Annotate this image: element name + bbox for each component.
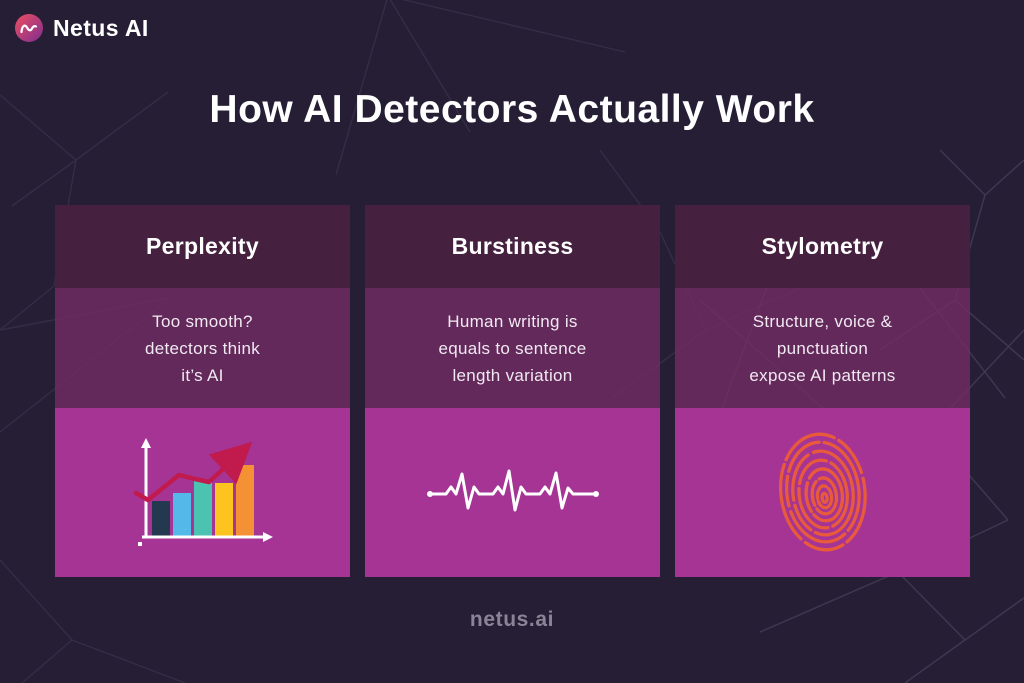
card-burstiness-description: Human writing is equals to sentence leng…: [365, 288, 660, 408]
card-stylometry-description: Structure, voice & punctuation expose AI…: [675, 288, 970, 408]
card-perplexity-visual: [55, 408, 350, 577]
y-axis-arrow: [140, 437, 151, 448]
card-stylometry-header: Stylometry: [675, 205, 970, 288]
card-burstiness: Burstiness Human writing is equals to se…: [365, 205, 660, 577]
cards-row: Perplexity Too smooth? detectors think i…: [55, 205, 970, 577]
x-axis-arrow: [262, 531, 273, 542]
card-stylometry-visual: [675, 408, 970, 577]
footer-website[interactable]: netus.ai: [469, 608, 555, 631]
card-burstiness-visual: [365, 408, 660, 577]
card-perplexity-title: Perplexity: [146, 233, 259, 259]
brand-name: Netus AI: [53, 14, 149, 41]
card-stylometry: Stylometry Structure, voice & punctuatio…: [675, 205, 970, 577]
fingerprint-icon: [778, 432, 867, 551]
description-line: punctuation: [776, 338, 869, 358]
pulse-end-dot: [592, 490, 599, 497]
description-line: Structure, voice &: [752, 311, 893, 331]
card-perplexity-header: Perplexity: [55, 205, 350, 288]
page-title: How AI Detectors Actually Work: [209, 88, 815, 131]
description-line: length variation: [452, 365, 573, 385]
card-perplexity-description: Too smooth? detectors think it’s AI: [55, 288, 350, 408]
netus-logo-icon: [15, 14, 43, 42]
bar-5: [235, 464, 254, 537]
description-line: Human writing is: [447, 311, 578, 331]
origin-tick: [137, 541, 142, 546]
card-burstiness-title: Burstiness: [451, 233, 574, 259]
pulse-start-dot: [426, 490, 433, 497]
description-line: detectors think: [144, 338, 261, 358]
bar-4: [214, 482, 233, 537]
description-line: Too smooth?: [152, 311, 253, 331]
trend-line: [133, 441, 252, 502]
description-line: expose AI patterns: [749, 365, 896, 385]
rising-bar-chart-icon: [133, 437, 273, 546]
card-stylometry-title: Stylometry: [761, 233, 884, 259]
bar-3: [193, 480, 212, 537]
card-perplexity: Perplexity Too smooth? detectors think i…: [55, 205, 350, 577]
description-line: equals to sentence: [438, 338, 587, 358]
description-line: it’s AI: [181, 365, 224, 385]
heartbeat-line-icon: [426, 469, 599, 511]
bar-2: [172, 492, 191, 537]
brand-logo[interactable]: Netus AI: [14, 13, 149, 43]
bar-1: [151, 500, 170, 537]
card-burstiness-header: Burstiness: [365, 205, 660, 288]
